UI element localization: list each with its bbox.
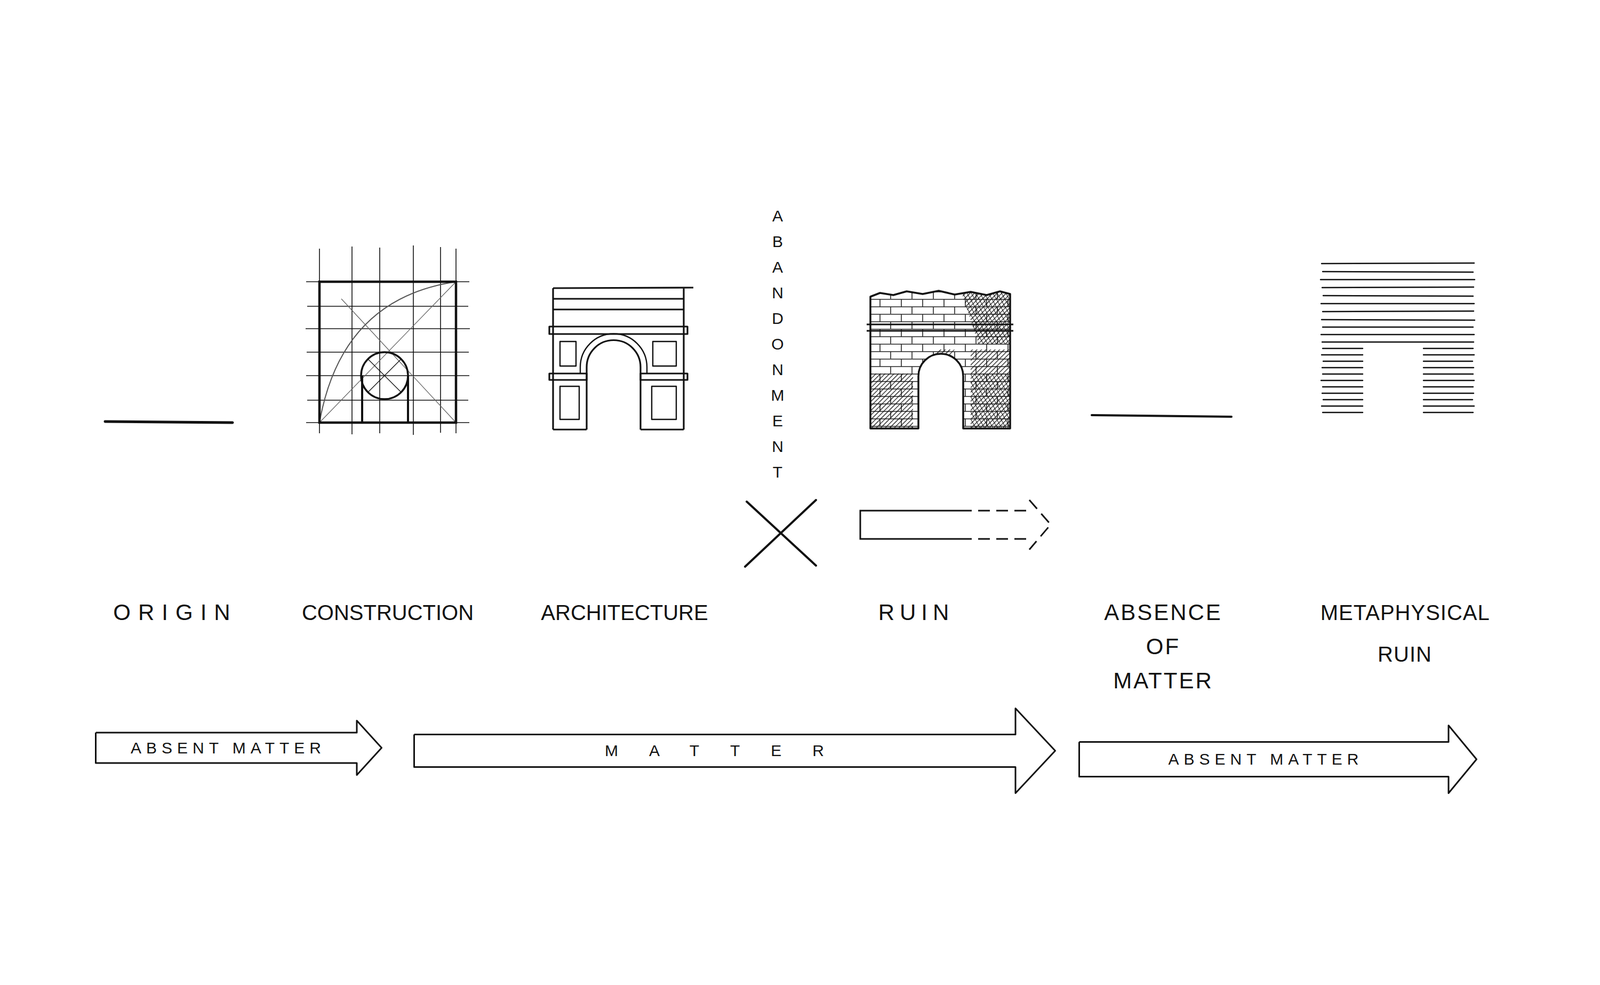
arrow-solid-part: [860, 510, 960, 539]
stage-label: ABSENCE OF MATTER: [1104, 595, 1223, 698]
arrow-band-outline: [414, 708, 1056, 794]
ruin-shade: [970, 373, 1012, 430]
ruin-bricks: [869, 288, 1014, 432]
left-upper-panel: [560, 341, 576, 366]
right-impost: [640, 373, 688, 380]
ruin-shade: [870, 373, 914, 430]
arch-cornice: [553, 298, 684, 310]
ruin-texture: [869, 288, 1014, 432]
stage-label: ARCHITECTURE: [540, 596, 708, 628]
stage-label: CONSTRUCTION: [301, 596, 474, 628]
circle-cross: [368, 358, 402, 392]
arch-opening: [586, 340, 641, 430]
grid-vertical: [319, 245, 456, 435]
ruin-shade: [960, 288, 1014, 344]
ruin-outline: [870, 290, 1011, 429]
arrow-band-outline: [1079, 725, 1477, 794]
ruin-shade: [960, 288, 1014, 344]
arrow-band: ABSENT MATTER: [94, 719, 383, 776]
stage-label: ORIGIN: [113, 596, 238, 628]
arch-drawing: [549, 287, 694, 430]
fading-arrow: [860, 499, 1051, 550]
abandonment-cross: [745, 499, 816, 567]
left-lower-panel: [560, 386, 580, 420]
arch-band: [549, 326, 688, 334]
ruin-drawing: [866, 288, 1014, 432]
construction-arc: [319, 281, 456, 423]
band-text: ABSENT MATTER: [125, 738, 326, 758]
arrow-band-outline: [96, 720, 382, 775]
opening-jambs: [362, 375, 408, 423]
construction-frame: [319, 281, 456, 423]
grid-horizontal: [305, 281, 470, 423]
stage-label: RUIN: [878, 596, 955, 628]
right-upper-panel: [652, 341, 677, 366]
vertical-label: ABANDONMENT: [769, 203, 787, 485]
absence-ground-line: [1091, 414, 1232, 417]
arch-outline: [553, 287, 694, 430]
left-impost: [549, 373, 587, 380]
arch-molding: [580, 333, 647, 374]
ruin-shade: [970, 349, 1012, 430]
construction-diagonal: [319, 281, 456, 423]
arrow-band: ABSENT MATTER: [1078, 724, 1478, 794]
stage-label: METAPHYSICAL RUIN: [1320, 591, 1490, 675]
arrow-dashed-part: [960, 499, 1051, 550]
band-text: MATTER: [573, 740, 855, 760]
arrow-band: MATTER: [413, 707, 1056, 794]
metaphysical-ruin-lines: [1320, 262, 1475, 413]
ruin-band: [866, 324, 1014, 331]
origin-ground-line: [105, 421, 233, 423]
band-text: ABSENT MATTER: [1163, 749, 1364, 769]
construction-drawing: [305, 245, 470, 435]
construction-circle: [361, 352, 408, 399]
right-lower-panel: [651, 386, 677, 420]
